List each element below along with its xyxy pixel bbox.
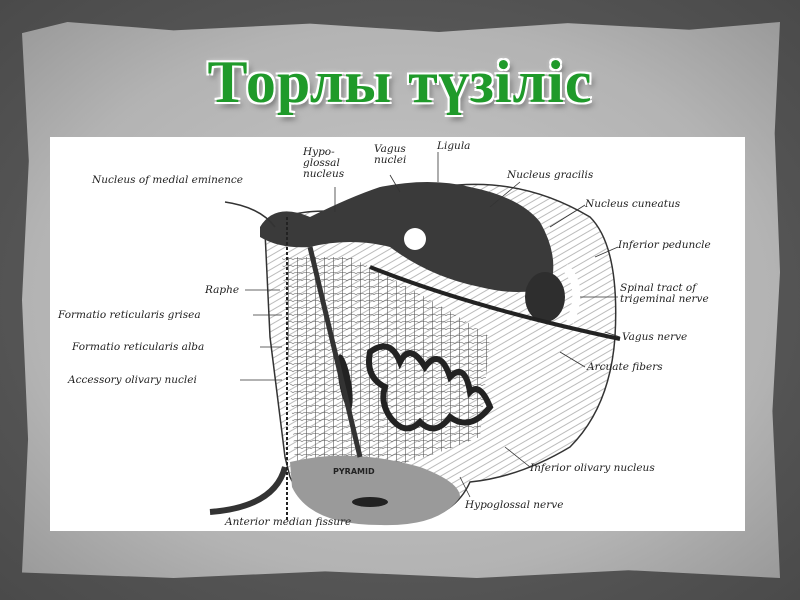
label-anterior-median-fissure: Anterior median fissure bbox=[225, 516, 352, 528]
label-line: trigeminal nerve bbox=[620, 293, 709, 305]
label-line: Hypo- bbox=[303, 146, 335, 158]
label-nucleus-gracilis: Nucleus gracilis bbox=[507, 169, 594, 181]
label-accessory-olivary-nuclei: Accessory olivary nuclei bbox=[68, 374, 197, 386]
label-ligula: Ligula bbox=[437, 140, 471, 152]
slide-title: Торлы түзіліс bbox=[207, 49, 593, 115]
label-formatio-grisea: Formatio reticularis grisea bbox=[58, 309, 201, 321]
label-hypoglossal-nerve: Hypoglossal nerve bbox=[465, 499, 564, 511]
label-inferior-peduncle: Inferior peduncle bbox=[618, 239, 711, 251]
label-line: Spinal tract of bbox=[620, 282, 697, 294]
label-line: Vagus bbox=[374, 143, 406, 155]
label-line: glossal bbox=[303, 157, 340, 169]
medulla-diagram: Hypo- glossal nucleus Vagus nuclei Ligul… bbox=[50, 137, 745, 531]
label-formatio-alba: Formatio reticularis alba bbox=[72, 341, 205, 353]
label-raphe: Raphe bbox=[205, 284, 240, 296]
label-vagus-nerve: Vagus nerve bbox=[622, 331, 688, 343]
label-pyramid: PYRAMID bbox=[333, 467, 375, 476]
label-spinal-tract-trigeminal: Spinal tract of trigeminal nerve bbox=[620, 283, 709, 305]
label-arcuate-fibers: Arcuate fibers bbox=[587, 361, 663, 373]
label-nucleus-medial-eminence: Nucleus of medial eminence bbox=[92, 174, 244, 186]
label-hypoglossal-nucleus: Hypo- glossal nucleus bbox=[303, 147, 344, 180]
label-inferior-olivary-nucleus: Inferior olivary nucleus bbox=[530, 462, 655, 474]
medulla-cross-section-drawing bbox=[209, 152, 621, 526]
label-nucleus-cuneatus: Nucleus cuneatus bbox=[585, 198, 681, 210]
label-line: nucleus bbox=[303, 168, 345, 180]
label-line: nuclei bbox=[374, 154, 407, 166]
label-vagus-nuclei: Vagus nuclei bbox=[374, 144, 406, 166]
